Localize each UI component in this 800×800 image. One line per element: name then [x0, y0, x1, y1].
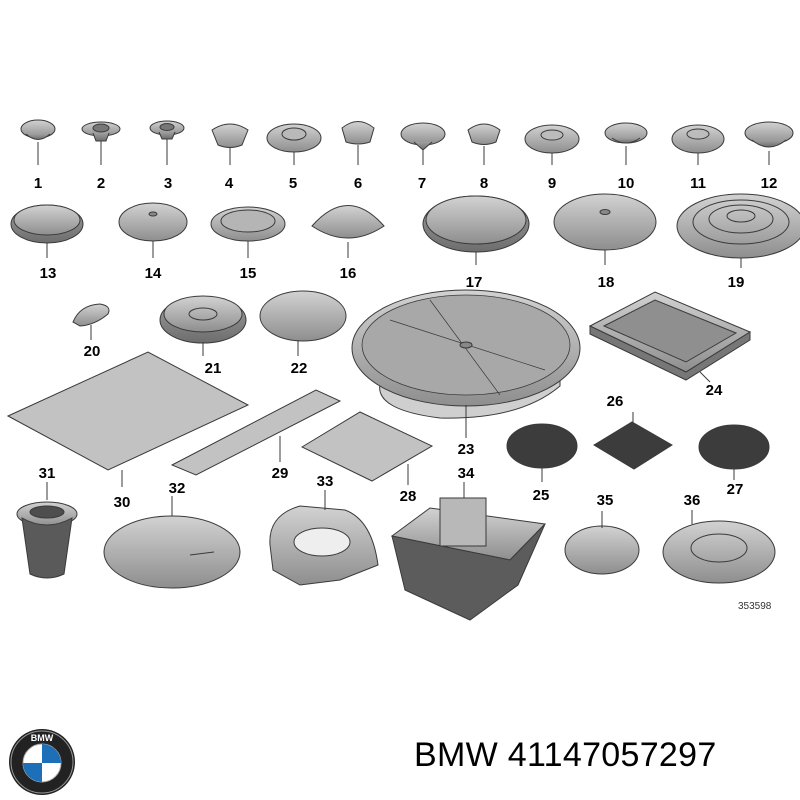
part-12 — [744, 121, 794, 165]
callout-30: 30 — [114, 494, 131, 511]
part-caption: BMW 41147057297 — [414, 736, 717, 775]
part-3 — [149, 120, 185, 165]
callout-26: 26 — [607, 393, 624, 410]
callout-14: 14 — [145, 265, 162, 282]
brand-name: BMW — [414, 736, 498, 774]
callout-24: 24 — [706, 382, 723, 399]
part-35 — [564, 511, 640, 575]
part-18 — [553, 193, 657, 265]
part-13 — [10, 204, 84, 258]
part-21 — [159, 295, 247, 356]
part-26 — [593, 412, 673, 470]
callout-3: 3 — [164, 175, 172, 192]
callout-20: 20 — [84, 343, 101, 360]
callout-31: 31 — [39, 465, 56, 482]
part-7 — [400, 122, 446, 165]
part-17 — [422, 195, 530, 265]
part-36 — [662, 510, 776, 584]
callout-18: 18 — [598, 274, 615, 291]
part-1 — [20, 119, 56, 165]
callout-21: 21 — [205, 360, 222, 377]
part-5 — [266, 123, 322, 165]
part-22 — [259, 290, 347, 356]
bmw-logo-text: BMW — [31, 733, 54, 743]
callout-33: 33 — [317, 473, 334, 490]
part-27 — [698, 424, 770, 480]
callout-25: 25 — [533, 487, 550, 504]
callout-15: 15 — [240, 265, 257, 282]
callout-22: 22 — [291, 360, 308, 377]
callout-36: 36 — [684, 492, 701, 509]
part-9 — [524, 124, 580, 165]
part-24 — [588, 291, 752, 383]
callout-34: 34 — [458, 465, 475, 482]
callout-27: 27 — [727, 481, 744, 498]
part-23 — [351, 289, 581, 438]
part-19 — [676, 193, 800, 268]
part-32 — [103, 496, 241, 589]
callout-16: 16 — [340, 265, 357, 282]
part-14 — [118, 202, 188, 258]
callout-2: 2 — [97, 175, 105, 192]
callout-8: 8 — [480, 175, 488, 192]
callout-32: 32 — [169, 480, 186, 497]
part-15 — [210, 206, 286, 258]
callout-5: 5 — [289, 175, 297, 192]
callout-28: 28 — [400, 488, 417, 505]
reference-number: 353598 — [738, 601, 772, 612]
callout-17: 17 — [466, 274, 483, 291]
part-4 — [211, 123, 249, 165]
part-8 — [467, 123, 501, 165]
part-30 — [6, 351, 250, 487]
part-16 — [311, 205, 385, 258]
part-2 — [81, 121, 121, 165]
part-6 — [341, 121, 375, 165]
callout-9: 9 — [548, 175, 556, 192]
part-10 — [604, 122, 648, 165]
callout-1: 1 — [34, 175, 42, 192]
callout-4: 4 — [225, 175, 234, 192]
part-11 — [671, 124, 725, 165]
part-20 — [72, 303, 110, 340]
callout-10: 10 — [618, 175, 635, 192]
callout-19: 19 — [728, 274, 745, 291]
callout-11: 11 — [690, 175, 706, 192]
callout-6: 6 — [354, 175, 362, 192]
bmw-logo-icon: BMW — [9, 729, 75, 795]
callout-12: 12 — [761, 175, 778, 192]
callout-23: 23 — [458, 441, 475, 458]
callout-13: 13 — [40, 265, 57, 282]
part-number: 41147057297 — [507, 736, 717, 774]
part-25 — [506, 423, 578, 482]
callout-7: 7 — [418, 175, 426, 192]
part-34 — [390, 482, 547, 621]
callout-29: 29 — [272, 465, 289, 482]
part-31 — [16, 482, 78, 579]
callout-35: 35 — [597, 492, 614, 509]
part-33 — [269, 490, 379, 586]
part-29 — [170, 389, 342, 476]
part-28 — [300, 411, 434, 485]
